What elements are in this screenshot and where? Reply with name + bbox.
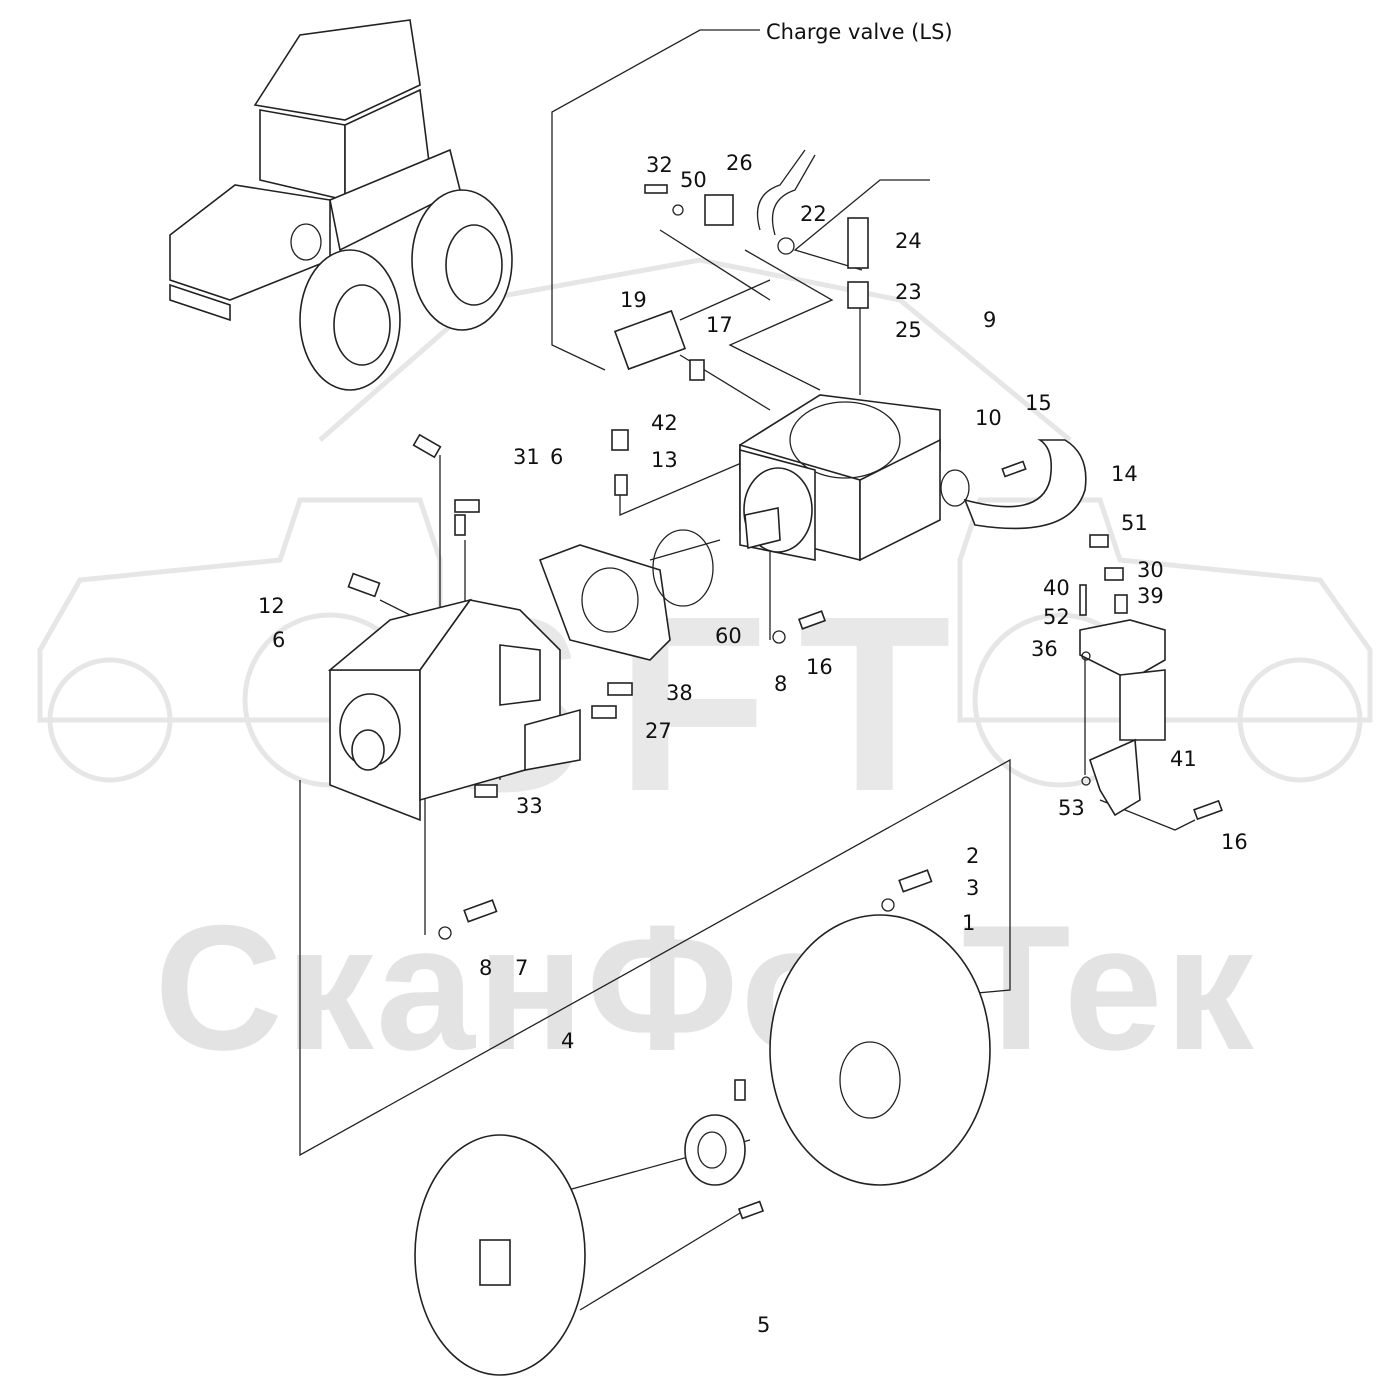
part-label-23: 23 <box>895 280 922 304</box>
part-label-32: 32 <box>646 153 673 177</box>
vehicle-icon <box>169 19 513 391</box>
part-label-2: 2 <box>966 844 980 868</box>
coupling-gear-hub <box>697 1131 727 1169</box>
part-label-13: 13 <box>651 448 678 472</box>
part-label-16-upper: 16 <box>806 655 833 679</box>
part-label-7: 7 <box>515 956 529 980</box>
part-label-30: 30 <box>1137 558 1164 582</box>
part-label-24: 24 <box>895 229 922 253</box>
part-label-26: 26 <box>726 151 753 175</box>
part-label-12: 12 <box>258 594 285 618</box>
part-label-3: 3 <box>966 876 980 900</box>
charge-valve-title: Charge valve (LS) <box>766 20 953 44</box>
secondary-pump <box>327 598 581 822</box>
part-label-50: 50 <box>680 168 707 192</box>
part-label-41: 41 <box>1170 747 1197 771</box>
drive-disc-spline <box>479 1239 511 1286</box>
part-label-9: 9 <box>983 308 997 332</box>
part-label-4: 4 <box>561 1029 575 1053</box>
part-label-17: 17 <box>706 313 733 337</box>
watermark-arm <box>318 257 1072 442</box>
part-label-19: 19 <box>620 288 647 312</box>
watermark-text: СканФорТек <box>154 888 1256 1087</box>
part-label-25: 25 <box>895 318 922 342</box>
part-label-10: 10 <box>975 406 1002 430</box>
part-label-8-lower: 8 <box>479 956 493 980</box>
o-ring-60 <box>652 529 714 607</box>
coupling-gear <box>684 1114 746 1186</box>
o-ring-10 <box>940 469 970 507</box>
part-label-14: 14 <box>1111 462 1138 486</box>
part-label-16-lower: 16 <box>1221 830 1248 854</box>
part-label-31: 31 <box>513 445 540 469</box>
part-label-51: 51 <box>1121 511 1148 535</box>
part-label-39: 39 <box>1137 584 1164 608</box>
part-label-52: 52 <box>1043 605 1070 629</box>
part-label-36: 36 <box>1031 637 1058 661</box>
part-label-6-pump: 6 <box>272 628 286 652</box>
filter-assembly <box>1079 619 1166 817</box>
part-label-60: 60 <box>715 624 742 648</box>
part-label-8-upper: 8 <box>774 672 788 696</box>
part-label-5: 5 <box>757 1313 771 1337</box>
part-label-27: 27 <box>645 719 672 743</box>
part-label-42: 42 <box>651 411 678 435</box>
part-label-40: 40 <box>1043 576 1070 600</box>
adapter-bore <box>581 567 639 633</box>
part-label-22: 22 <box>800 202 827 226</box>
adapter-flange <box>538 544 671 661</box>
part-label-33: 33 <box>516 794 543 818</box>
main-pump <box>739 394 941 562</box>
part-label-1: 1 <box>962 911 976 935</box>
part-label-6-adapter: 6 <box>550 445 564 469</box>
part-label-15: 15 <box>1025 391 1052 415</box>
flywheel-center <box>839 1041 901 1119</box>
part-label-53: 53 <box>1058 796 1085 820</box>
flywheel-plate <box>769 914 991 1186</box>
fittings <box>347 149 1223 1220</box>
pipe-14 <box>963 439 1087 530</box>
part-label-38: 38 <box>666 681 693 705</box>
